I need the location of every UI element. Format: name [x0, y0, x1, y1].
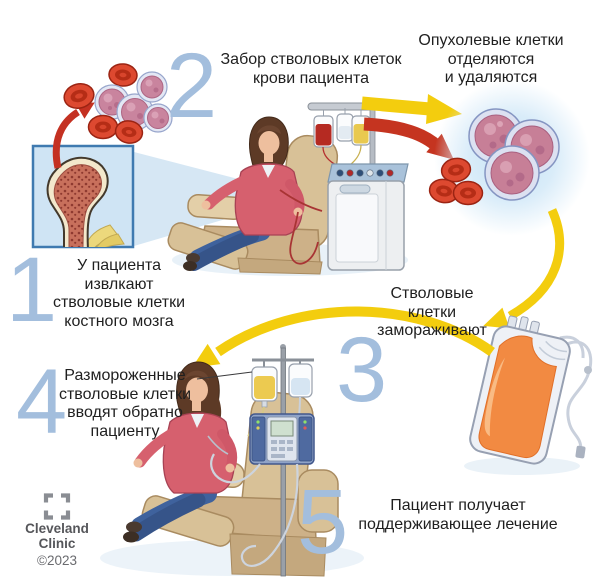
bone-marrow-inset: [31, 144, 135, 249]
stem-cell-cluster: [428, 80, 590, 236]
step-4-number: 4: [16, 351, 68, 453]
brand-line2: Clinic: [38, 536, 76, 552]
femur-bone: [46, 156, 125, 247]
harvested-cells: [63, 63, 173, 144]
iv-bag-blood: [313, 110, 334, 148]
cleveland-clinic-brand: Cleveland Clinic ©2023: [18, 493, 96, 568]
arrow-cells-to-bag: [483, 208, 564, 329]
step-5-number: 5: [297, 471, 349, 573]
red-blood-cell: [87, 114, 119, 140]
stem-cell: [143, 103, 173, 133]
pump-to-patient-tube: [210, 453, 261, 484]
step-2-number: 2: [166, 35, 218, 137]
copyright-text: ©2023: [37, 553, 77, 569]
step-1-number: 1: [6, 239, 58, 341]
apheresis-scene: [167, 102, 409, 275]
red-blood-cells-trio: [428, 157, 484, 206]
iv-bag-clear: [336, 108, 354, 142]
red-blood-cell: [114, 120, 144, 144]
apheresis-machine: [307, 102, 409, 271]
step-3-label: Стволовые клетки замораживают: [377, 285, 487, 340]
step-2-label: Забор стволовых клеток крови пациента: [220, 51, 402, 87]
stem-cell: [136, 71, 168, 103]
cleveland-clinic-logo-icon: [43, 493, 71, 520]
callout-line: [196, 371, 253, 380]
brand-line1: Cleveland: [25, 521, 89, 536]
step-5-label: Пациент получает поддерживающее лечение: [358, 497, 558, 533]
infusion-scene: [123, 344, 339, 577]
iv-bag-stem-cells: [251, 366, 278, 408]
red-blood-cell: [63, 83, 95, 109]
infusion-pump: [249, 413, 315, 465]
tumor-cells-callout: Опухолевые клетки отделяются и удаляются: [418, 32, 564, 87]
step-3-number: 3: [336, 319, 388, 421]
step-1-label: У пациента извлкают стволовые клетки кос…: [52, 257, 186, 331]
step-4-label: Размороженные стволовые клетки вводят об…: [58, 367, 192, 441]
iv-bag-saline: [288, 363, 313, 398]
blood-tubing: [279, 189, 323, 265]
patient-sitting-2: [123, 361, 238, 543]
stem-cell-large: [484, 145, 540, 201]
red-blood-cell: [108, 63, 138, 87]
patient-sitting: [183, 116, 305, 271]
hanging-tube-loop: [240, 463, 299, 567]
stem-cell-bag: [464, 315, 593, 475]
